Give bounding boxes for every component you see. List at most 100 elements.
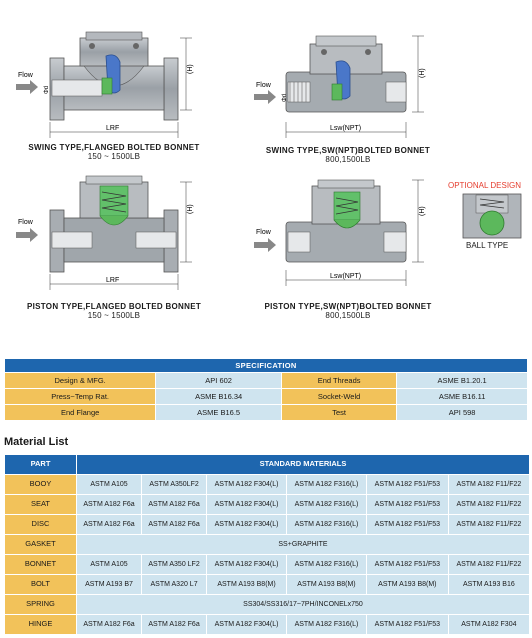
spec-label: Test [280,404,398,421]
material-cell: ASTM A193 B7 [75,574,143,595]
piston-sw-title: PISTON TYPE,SW(NPT)BOLTED BONNET [264,302,432,311]
flow-arrow-icon [254,90,276,104]
part-name: GASKET [4,534,77,555]
material-cell: ASTM A182 F6a [141,494,208,515]
material-cell: SS+GRAPHITE [76,534,530,555]
material-cell: ASTM A182 F316(L) [286,554,367,575]
specification-table: SPECIFICATION Design & MFG. API 602 End … [3,358,528,421]
spec-value: ASME B16.34 [155,388,282,405]
flow-label: Flow [18,72,34,79]
material-cell: ASTM A182 F6a [141,614,208,635]
spec-value: API 602 [155,372,282,389]
material-cell: ASTM A182 F304 [447,614,531,635]
dim-d-label: Φd [44,86,50,94]
material-cell: ASTM A105 [75,474,143,495]
material-cell: ASTM A182 F304(L) [206,554,287,575]
dim-l-label: LRF [106,277,119,284]
piston-sw-drawing: Flow (H) Lsw(NPT) [254,179,426,286]
swing-flanged-title: SWING TYPE,FLANGED BOLTED BONNET [28,143,200,152]
table-row: Design & MFG. API 602 End Threads ASME B… [3,372,528,389]
material-cell: ASTM A182 F316(L) [286,514,367,535]
part-name: BONNET [4,554,77,575]
spec-value: API 598 [396,404,528,421]
material-cell: ASTM A182 F304(L) [206,494,287,515]
piston-sw-subtitle: 800,1500LB [325,311,371,321]
material-cell: ASTM A182 F51/F53 [365,514,449,535]
swing-flanged-caption: SWING TYPE,FLANGED BOLTED BONNET 150 ~ 1… [14,143,214,161]
material-cell: SS304/SS316/17~7PH/INCONELx750 [76,594,530,615]
flow-arrow-icon [16,228,38,242]
swing-sw-drawing: Flow Φd (H) Lsw(NPT) [254,35,426,138]
material-list-title: Material List [4,436,69,448]
piston-flanged-drawing: Flow (H) LRF [16,175,194,290]
material-cell: ASTM A182 F51/F53 [365,494,449,515]
spec-label: Socket-Weld [280,388,398,405]
spec-value: ASME B16.5 [155,404,282,421]
material-cell: ASTM A182 F6a [141,514,208,535]
ball-type-label: BALL TYPE [466,241,509,250]
flow-arrow-icon [254,238,276,252]
piston-flanged-caption: PISTON TYPE,FLANGED BOLTED BONNET 150 ~ … [14,302,214,320]
material-cell: ASTM A182 F11/F22 [447,474,531,495]
piston-flanged-title: PISTON TYPE,FLANGED BOLTED BONNET [26,302,202,311]
table-header-row: PART STANDARD MATERIALS [4,454,530,475]
material-cell: ASTM A182 F51/F53 [365,554,449,575]
swing-flanged-subtitle: 150 ~ 1500LB [87,152,141,162]
swing-sw-caption: SWING TYPE,SW(NPT)BOLTED BONNET 800,1500… [248,146,448,164]
ball-type-drawing [462,193,522,239]
flow-arrow-icon [16,80,38,94]
specification-header: SPECIFICATION [4,358,528,373]
spec-label: Press~Temp Rat. [3,388,157,405]
part-name: SPRING [4,594,77,615]
material-cell: ASTM A320 L7 [141,574,208,595]
piston-sw-caption: PISTON TYPE,SW(NPT)BOLTED BONNET 800,150… [248,302,448,320]
part-name: SEAT [4,494,77,515]
material-cell: ASTM A182 F316(L) [286,474,367,495]
table-row: Press~Temp Rat. ASME B16.34 Socket-Weld … [3,388,528,405]
material-cell: ASTM A193 B8(M) [286,574,367,595]
material-cell: ASTM A182 F51/F53 [365,474,449,495]
part-name: DISC [4,514,77,535]
material-cell: ASTM A182 F304(L) [206,614,287,635]
material-cell: ASTM A182 F11/F22 [447,514,531,535]
dim-l-label: Lsw(NPT) [330,125,361,132]
dim-h-label: (H) [419,68,426,78]
optional-design-title: OPTIONAL DESIGN [448,181,522,190]
material-cell: ASTM A350LF2 [141,474,208,495]
material-cell: ASTM A193 B16 [447,574,531,595]
spec-label: Design & MFG. [3,372,157,389]
dim-d-label: Φd [282,94,288,102]
material-cell: ASTM A350 LF2 [141,554,208,575]
material-cell: ASTM A182 F11/F22 [447,494,531,515]
material-cell: ASTM A182 F316(L) [286,614,367,635]
material-cell: ASTM A193 B8(M) [206,574,287,595]
material-cell: ASTM A182 F6a [75,514,143,535]
standard-materials-header: STANDARD MATERIALS [76,454,530,475]
material-cell: ASTM A105 [75,554,143,575]
piston-flanged-subtitle: 150 ~ 1500LB [87,311,141,321]
dim-l-label: Lsw(NPT) [330,273,361,280]
spec-label: End Threads [280,372,398,389]
spec-value: ASME B16.11 [396,388,528,405]
part-name: BOOY [4,474,77,495]
flow-label: Flow [256,82,272,89]
table-row: End Flange ASME B16.5 Test API 598 [3,404,528,421]
flow-label: Flow [18,219,34,226]
material-cell: ASTM A182 F6a [75,614,143,635]
material-cell: ASTM A182 F304(L) [206,474,287,495]
dim-l-label: LRF [106,125,119,132]
flow-label: Flow [256,229,272,236]
dim-h-label: (H) [419,206,426,216]
material-cell: ASTM A182 F6a [75,494,143,515]
swing-sw-subtitle: 800,1500LB [325,155,371,165]
spec-value: ASME B1.20.1 [396,372,528,389]
